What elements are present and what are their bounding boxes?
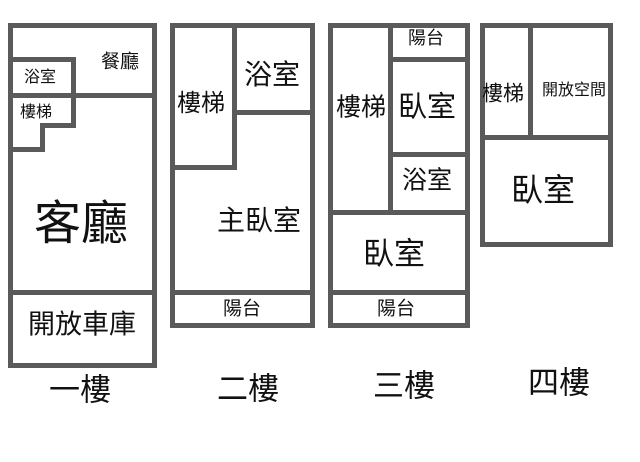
wall: [13, 93, 152, 98]
room-label-bathroom: 浴室: [23, 67, 57, 86]
room-label-garage: 開放車庫: [28, 309, 136, 341]
room-label-balcony: 陽台: [222, 297, 262, 320]
floor-1-plan: 浴室 餐廳 樓梯 客廳 開放車庫: [8, 23, 157, 368]
room-label-bedroom-upper: 臥室: [397, 89, 457, 124]
room-label-balcony-top: 陽台: [408, 28, 444, 49]
wall: [175, 165, 237, 170]
room-label-balcony: 陽台: [376, 297, 416, 320]
wall: [528, 28, 533, 140]
room-label-master-bedroom: 主臥室: [216, 204, 302, 237]
room-label-dining: 餐廳: [100, 50, 140, 73]
wall: [13, 290, 152, 295]
room-label-living: 客廳: [34, 196, 128, 252]
room-label-stairs: 樓梯: [335, 92, 387, 122]
wall: [393, 57, 465, 62]
floor-label-1: 一樓: [49, 372, 111, 409]
room-label-stairs: 樓梯: [482, 81, 524, 106]
wall: [232, 110, 310, 115]
wall: [388, 28, 393, 215]
wall: [232, 28, 237, 170]
room-label-open-space: 開放空間: [541, 80, 607, 99]
wall: [333, 210, 465, 215]
floor-2-plan: 樓梯 浴室 主臥室 陽台: [170, 23, 315, 328]
wall: [71, 57, 76, 128]
wall: [485, 135, 608, 140]
wall: [333, 290, 465, 295]
floor-label-4: 四樓: [528, 365, 590, 402]
wall: [40, 123, 76, 128]
room-label-bathroom: 浴室: [243, 58, 301, 91]
wall: [393, 152, 465, 157]
floor-3-plan: 樓梯 陽台 臥室 浴室 臥室 陽台: [328, 23, 470, 328]
room-label-bedroom: 臥室: [363, 236, 425, 273]
room-label-stairs: 樓梯: [177, 89, 225, 117]
room-label-bedroom: 臥室: [510, 171, 576, 209]
room-label-bathroom: 浴室: [401, 165, 453, 195]
floor-label-3: 三樓: [373, 368, 435, 405]
floor-4-plan: 樓梯 開放空間 臥室: [480, 23, 613, 247]
wall: [175, 290, 310, 295]
wall: [40, 123, 45, 152]
floor-label-2: 二樓: [217, 371, 279, 408]
wall: [13, 147, 45, 152]
wall: [13, 57, 76, 62]
room-label-stairs: 樓梯: [19, 102, 53, 121]
